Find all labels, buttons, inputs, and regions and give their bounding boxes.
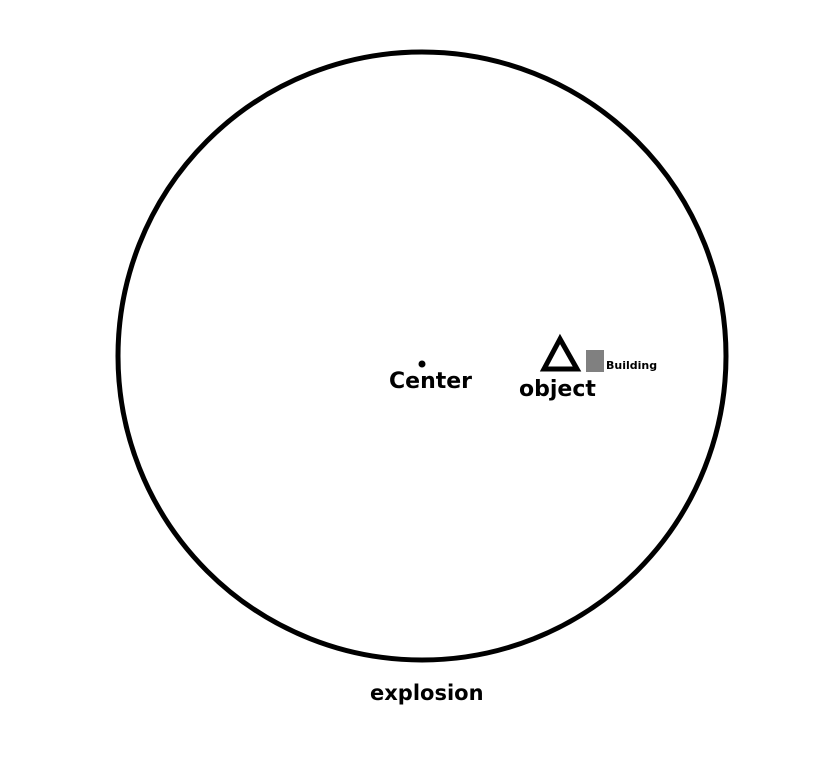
explosion-circle	[115, 49, 729, 663]
object-triangle-icon	[539, 333, 582, 372]
object-label: object	[519, 377, 596, 402]
center-label: Center	[389, 369, 473, 394]
building-square-icon	[586, 350, 604, 372]
center-dot	[418, 360, 426, 368]
explosion-label: explosion	[370, 681, 484, 705]
building-label: Building	[606, 359, 658, 372]
